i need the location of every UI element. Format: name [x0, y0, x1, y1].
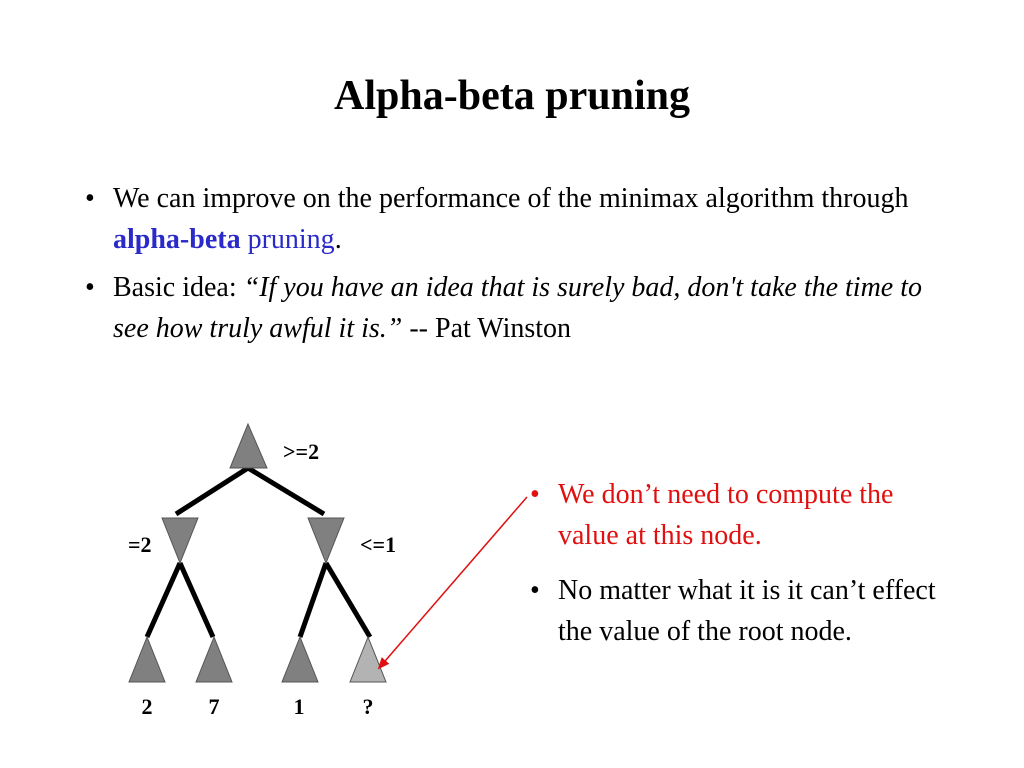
side-notes: We don’t need to compute the value at th…	[530, 474, 950, 666]
left-min-node	[161, 517, 199, 565]
leaf-node-pruned	[349, 635, 387, 683]
right-min-node	[307, 517, 345, 565]
edge-left-leaf2	[177, 561, 216, 639]
bullet-2-prefix: Basic idea:	[113, 272, 244, 303]
root-max-node	[229, 422, 268, 469]
root-unaffected-note: No matter what it is it can’t effect the…	[530, 570, 950, 652]
edge-root-right	[246, 465, 326, 517]
edge-right-leaf3	[297, 562, 329, 638]
edge-root-left	[174, 465, 250, 517]
pruning-word: pruning	[240, 224, 335, 255]
bullet-minimax: We can improve on the performance of the…	[85, 178, 945, 260]
edge-right-leaf4	[323, 561, 373, 639]
pruned-leaf-label: ?	[363, 694, 374, 719]
slide-title: Alpha-beta pruning	[334, 73, 690, 119]
quote-attribution: -- Pat Winston	[402, 313, 572, 344]
edge-left-leaf1	[144, 561, 183, 639]
right-node-value-label: <=1	[360, 532, 396, 557]
leaf-value-label: 1	[294, 694, 305, 719]
bullet-1-prefix: We can improve on the performance of the…	[113, 183, 909, 214]
alpha-beta-bold: alpha-beta	[113, 224, 241, 255]
left-node-value-label: =2	[128, 532, 152, 557]
bullet-basic-idea: Basic idea: “If you have an idea that is…	[85, 267, 945, 349]
root-value-label: >=2	[283, 439, 319, 464]
pruned-node-note: We don’t need to compute the value at th…	[530, 474, 950, 556]
winston-quote: “If you have an idea that is surely bad,…	[113, 272, 923, 344]
leaf-value-label: 2	[142, 694, 153, 719]
leaf-node-1	[128, 635, 166, 683]
leaf-node-2	[195, 635, 233, 683]
leaf-node-3	[281, 635, 319, 683]
alpha-beta-keyword: alpha-beta pruning	[113, 224, 335, 255]
leaf-value-label: 7	[209, 694, 220, 719]
pointer-arrow	[377, 496, 528, 670]
bullet-1-suffix: .	[334, 224, 342, 255]
intro-bullets: We can improve on the performance of the…	[85, 178, 945, 356]
